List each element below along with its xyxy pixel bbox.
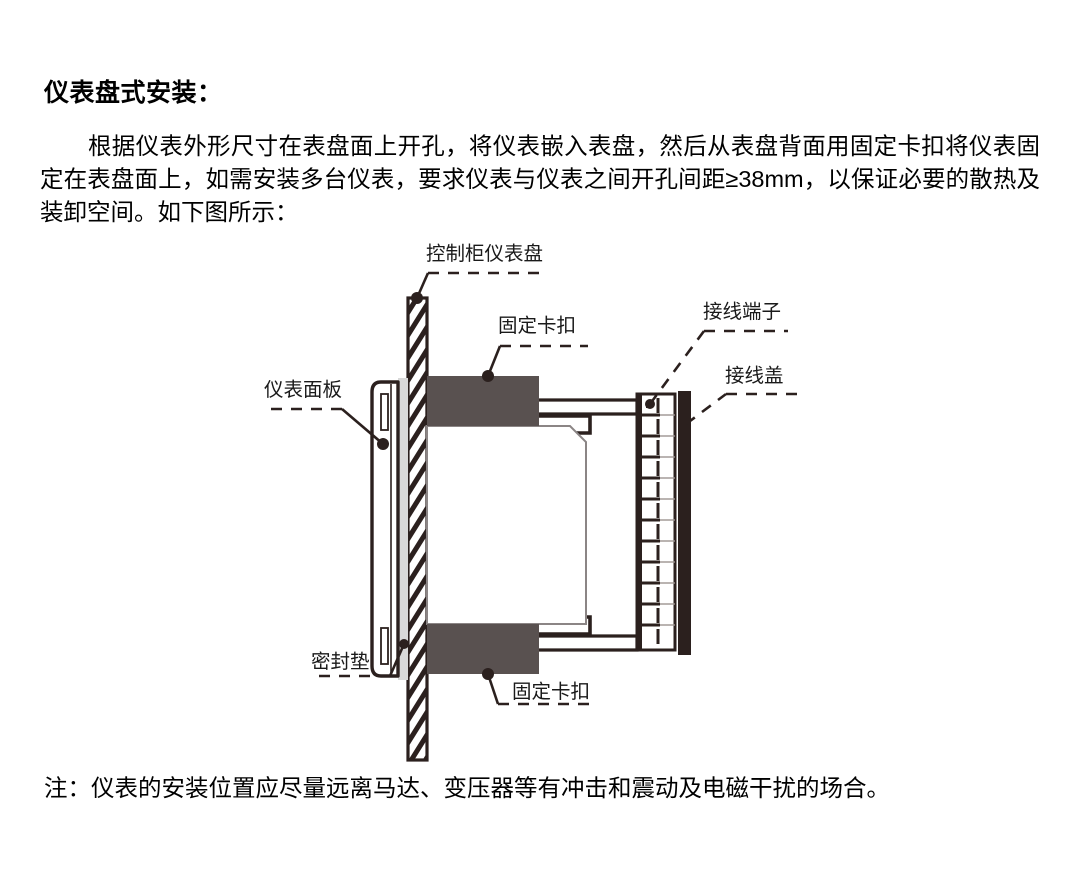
leader-terminal-block	[645, 329, 788, 409]
label-cabinet-panel: 控制柜仪表盘	[426, 243, 543, 265]
intro-paragraph: 根据仪表外形尺寸在表盘面上开孔，将仪表嵌入表盘，然后从表盘背面用固定卡扣将仪表固…	[40, 133, 1040, 225]
terminal-block-shape	[635, 392, 677, 652]
instrument-faceplate-shape	[370, 380, 400, 678]
cabinet-panel-shape	[406, 296, 429, 762]
label-gasket: 密封垫	[311, 651, 370, 673]
label-terminal-cover: 接线盖	[725, 365, 784, 387]
leader-clip-bottom	[482, 668, 590, 706]
page-title: 仪表盘式安装：	[44, 79, 223, 107]
fixing-clip-top-shape	[427, 376, 539, 426]
label-clip-top: 固定卡扣	[498, 315, 576, 337]
fixing-clip-bottom-shape	[427, 624, 539, 674]
instrument-housing-shape	[425, 398, 639, 652]
installation-diagram: 控制柜仪表盘 固定卡扣 接线端子 接线盖 仪表面板 密封垫 固定卡扣	[0, 236, 1080, 766]
footnote: 注：仪表的安装位置应尽量远离马达、变压器等有冲击和震动及电磁干扰的场合。	[44, 775, 890, 801]
gasket-shape	[398, 378, 408, 680]
leader-faceplate	[266, 407, 389, 450]
leader-cabinet-panel	[411, 271, 547, 304]
installation-diagram-svg: 控制柜仪表盘 固定卡扣 接线端子 接线盖 仪表面板 密封垫 固定卡扣	[264, 243, 806, 762]
label-instrument-faceplate: 仪表面板	[264, 379, 342, 401]
label-clip-bottom: 固定卡扣	[512, 681, 590, 703]
label-terminal-block: 接线端子	[703, 301, 781, 323]
leader-gasket	[310, 639, 409, 678]
terminal-cover-shape	[678, 391, 691, 655]
leader-terminal-cover	[685, 392, 806, 426]
leader-clip-top	[482, 344, 588, 382]
